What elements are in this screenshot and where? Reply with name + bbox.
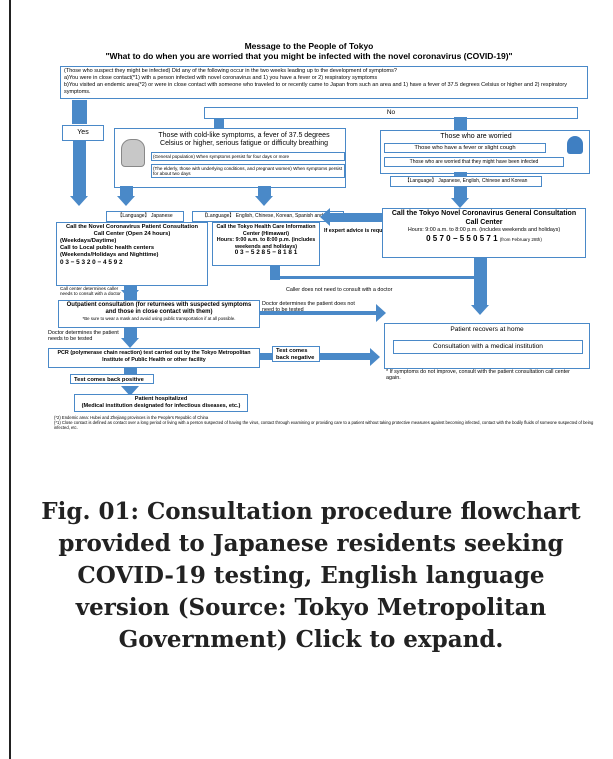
- pcr-down: [124, 368, 137, 378]
- no-bar: No: [204, 107, 578, 119]
- patient-center-arrow: [121, 290, 139, 300]
- footnote-2: (*2) Endemic area: Hubei and Zhejiang pr…: [54, 415, 209, 420]
- worried-down-line: [454, 172, 467, 176]
- person-coughing-illustration: [567, 136, 583, 154]
- expert-advice-line: [330, 213, 382, 222]
- hospitalized-line-2: (Medical institution designated for infe…: [81, 403, 241, 409]
- positive-label: Test comes back positive: [70, 374, 154, 384]
- worried-option-1: Those who have a fever or slight cough: [384, 143, 546, 153]
- himawari-title: Call the Tokyo Health Care Information C…: [216, 224, 316, 237]
- doctor-test-label: Doctor determines the patient needs to b…: [48, 330, 119, 343]
- flowchart-figure[interactable]: Message to the People of Tokyo "What to …: [14, 0, 604, 430]
- patient-center-title: Call the Novel Coronavirus Patient Consu…: [65, 224, 199, 237]
- patient-center-health: Call to Local public health centers: [60, 245, 155, 251]
- worried-box: Those who are worried Those who have a f…: [380, 130, 590, 174]
- call-center-determines-label: Call center determines caller needs to c…: [60, 286, 121, 297]
- outpatient-right-arrow: [376, 304, 386, 322]
- hospitalized-line-1: Patient hospitalized: [134, 396, 188, 402]
- patient-center-weekdays: (Weekdays/Daytime): [60, 238, 117, 244]
- symptom-question-box: (Those who suspect they might be infecte…: [60, 66, 588, 99]
- recovers-note: * If symptoms do not improve, consult wi…: [386, 369, 570, 382]
- worried-heading: Those who are worried: [440, 133, 512, 140]
- positive-arrow: [121, 386, 139, 396]
- negative-label: Test comes back negative: [272, 346, 320, 362]
- pcr-test-box: PCR (polymerase chain reaction) test car…: [48, 348, 260, 368]
- no-need-doctor-label: Caller does not need to consult with a d…: [286, 287, 393, 293]
- left-border-rule: [9, 0, 11, 759]
- yes-connector: [72, 100, 87, 124]
- yes-arrow: [70, 196, 88, 206]
- patient-center-weekends: (Weekends/Holidays and Nighttime): [60, 252, 159, 258]
- himawari-phone: 0 3 − 5 2 8 5 − 8 1 8 1: [234, 249, 298, 256]
- outpatient-down: [124, 328, 137, 338]
- worried-arrow: [451, 198, 469, 208]
- recovers-line-2: Consultation with a medical institution: [393, 340, 583, 354]
- general-center-hours: Hours: 9:00 a.m. to 8:00 p.m. (includes …: [407, 227, 561, 233]
- question-line-3: b)You visited an endemic area(*2) or wer…: [64, 82, 568, 95]
- general-center-down: [474, 258, 487, 306]
- cold-connector: [214, 118, 224, 128]
- cold-arrow-mid: [255, 196, 273, 206]
- question-line-1: (Those who suspect they might be infecte…: [64, 68, 397, 74]
- general-center-arrow: [471, 305, 489, 315]
- cold-arrow-left: [117, 196, 135, 206]
- himawari-hours: Hours: 9:00 a.m. to 8:00 p.m. (includes …: [216, 237, 316, 250]
- general-center-title: Call the Tokyo Novel Coronavirus General…: [391, 210, 577, 226]
- himawari-down: [270, 266, 280, 280]
- figure-subtitle: "What to do when you are worried that yo…: [105, 51, 513, 61]
- figure-caption[interactable]: Fig. 01: Consultation procedure flowchar…: [41, 498, 581, 653]
- person-illustration: [121, 139, 145, 167]
- expert-advice-label: If expert advice is required: [324, 228, 393, 234]
- recovers-box: Patient recovers at home Consultation wi…: [384, 323, 590, 369]
- general-center-phone: 0 5 7 0 − 5 5 0 5 7 1: [426, 234, 498, 243]
- worried-down-line-2: [454, 186, 467, 198]
- hospitalized-box: Patient hospitalized (Medical institutio…: [74, 394, 248, 412]
- cold-down-left: [120, 186, 133, 196]
- doctor-no-test-label: Doctor determines the patient does not n…: [262, 301, 355, 314]
- no-label: No: [386, 109, 396, 116]
- worried-option-2: Those who are worried that they might ha…: [384, 157, 564, 167]
- outpatient-consultation-box: Outpatient consultation (for returnees w…: [58, 300, 260, 328]
- outpatient-right-line: [260, 311, 380, 315]
- himawari-box: Call the Tokyo Health Care Information C…: [212, 222, 320, 266]
- cold-heading: Those with cold-like symptoms, a fever o…: [158, 132, 330, 147]
- cold-general: (General population) When symptoms persi…: [151, 152, 345, 162]
- no-down-line: [454, 117, 467, 131]
- yes-down-line: [73, 140, 86, 196]
- general-center-phone-row: 0 5 7 0 − 5 5 0 5 7 1 (from February 28t…: [386, 234, 582, 245]
- patient-center-phone: 0 3 − 5 3 2 0 − 4 5 9 2: [60, 259, 123, 266]
- figure-title: Message to the People of Tokyo: [244, 41, 374, 51]
- expert-advice-arrow: [320, 208, 330, 226]
- yes-label: Yes: [77, 129, 89, 136]
- patient-consultation-center-box: Call the Novel Coronavirus Patient Consu…: [56, 222, 208, 286]
- general-center-phone-note: (from February 28th): [499, 237, 542, 242]
- pcr-right-arrow: [370, 348, 380, 366]
- cold-symptoms-box: Those with cold-like symptoms, a fever o…: [114, 128, 346, 188]
- yes-box: Yes: [62, 125, 104, 141]
- outpatient-down-arrow: [121, 338, 139, 348]
- left-language-label: 【Language】 Japanese: [106, 211, 184, 222]
- outpatient-note: *Be sure to wear a mask and avoid using …: [82, 316, 236, 321]
- outpatient-title: Outpatient consultation (for returnees w…: [66, 302, 252, 315]
- recovers-line-1: Patient recovers at home: [450, 326, 524, 333]
- cold-elderly: (The elderly, those with underlying cond…: [151, 164, 345, 179]
- question-line-2: a)You were in close contact(*1) with a p…: [64, 75, 378, 81]
- general-consultation-center-box: Call the Tokyo Novel Coronavirus General…: [382, 208, 586, 258]
- cold-down-mid: [258, 186, 271, 196]
- footnote-1: (*1) Close contact is defined as contact…: [54, 420, 594, 430]
- center-horizontal: [270, 276, 480, 279]
